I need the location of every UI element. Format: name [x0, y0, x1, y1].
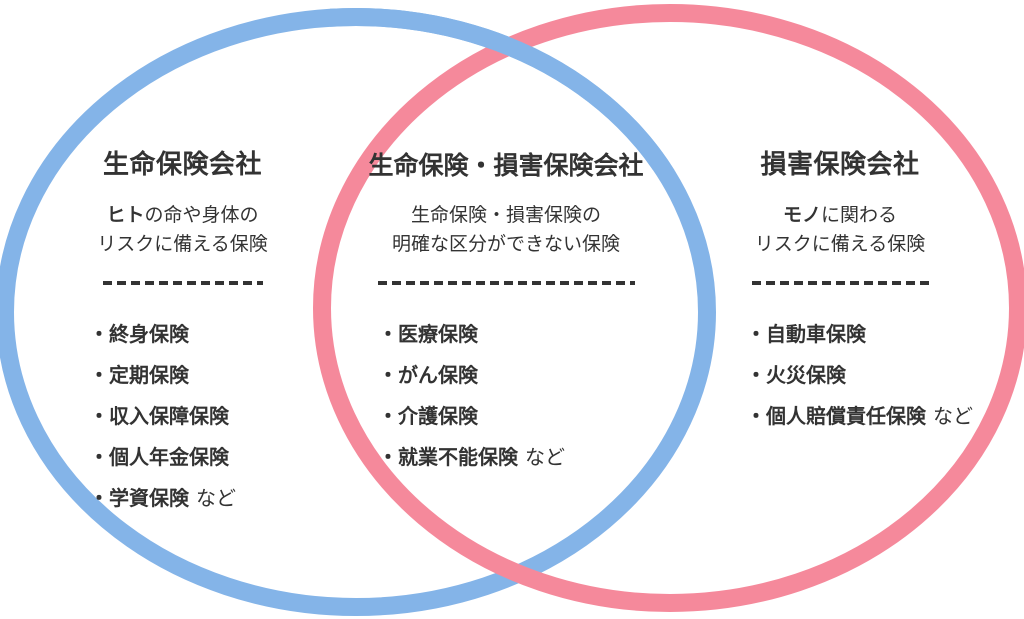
list-item: ・個人賠償責任保険など	[746, 403, 973, 429]
damage-description-line1: モノに関わる	[740, 201, 940, 230]
life-description-rest: の命や身体の	[144, 204, 259, 226]
bullet: ・	[89, 322, 109, 346]
bullet: ・	[746, 363, 766, 387]
list-item: ・終身保険	[89, 321, 280, 347]
life-insurance-section: 生命保険会社 ヒトの命や身体の リスクに備える保険 ・終身保険 ・定期保険 ・収…	[85, 150, 280, 526]
plan-label: 定期保険	[109, 363, 189, 387]
list-item: ・自動車保険	[746, 321, 940, 347]
dashed-divider	[102, 281, 263, 285]
damage-plan-list: ・自動車保険 ・火災保険 ・個人賠償責任保険など	[740, 321, 973, 429]
etc-suffix: など	[933, 404, 973, 428]
life-description-line1: ヒトの命や身体の	[85, 201, 280, 230]
plan-label: 終身保険	[109, 322, 189, 346]
bullet: ・	[89, 486, 109, 510]
both-plan-list: ・医療保険 ・がん保険 ・介護保険 ・就業不能保険など	[362, 321, 650, 470]
plan-label: 火災保険	[766, 363, 846, 387]
damage-insurance-section: 損害保険会社 モノに関わる リスクに備える保険 ・自動車保険 ・火災保険 ・個人…	[740, 150, 973, 444]
list-item: ・火災保険	[746, 362, 940, 388]
damage-section-description: モノに関わる リスクに備える保険	[740, 201, 940, 259]
bullet: ・	[378, 322, 398, 346]
bullet: ・	[378, 445, 398, 469]
dashed-divider	[377, 281, 635, 285]
damage-description-bold: モノ	[782, 204, 821, 226]
damage-section-title: 損害保険会社	[760, 150, 920, 180]
plan-label: 自動車保険	[766, 322, 866, 346]
life-plan-list: ・終身保険 ・定期保険 ・収入保障保険 ・個人年金保険 ・学資保険など	[85, 321, 280, 511]
etc-suffix: など	[525, 445, 565, 469]
plan-label: 就業不能保険	[398, 445, 518, 469]
both-insurance-section: 生命保険・損害保険会社 生命保険・損害保険の 明確な区分ができない保険 ・医療保…	[362, 150, 650, 485]
list-item: ・介護保険	[378, 403, 650, 429]
plan-label: がん保険	[398, 363, 478, 387]
list-item: ・個人年金保険	[89, 444, 280, 470]
bullet: ・	[746, 404, 766, 428]
etc-suffix: など	[196, 486, 236, 510]
bullet: ・	[378, 363, 398, 387]
list-item: ・がん保険	[378, 362, 650, 388]
both-section-description: 生命保険・損害保険の 明確な区分ができない保険	[362, 201, 650, 259]
both-description-line2: 明確な区分ができない保険	[391, 233, 620, 255]
plan-label: 個人年金保険	[109, 445, 229, 469]
plan-label: 介護保険	[398, 404, 478, 428]
plan-label: 個人賠償責任保険	[766, 404, 926, 428]
bullet: ・	[746, 322, 766, 346]
circle-interlock-overlay	[330, 8, 675, 170]
life-section-description: ヒトの命や身体の リスクに備える保険	[85, 201, 280, 259]
both-description-rest: 生命保険・損害保険の	[410, 204, 601, 226]
life-description-line2: リスクに備える保険	[97, 233, 268, 255]
damage-description-rest: に関わる	[821, 204, 898, 226]
plan-label: 医療保険	[398, 322, 478, 346]
list-item: ・収入保障保険	[89, 403, 280, 429]
life-insurance-circle-top-arc	[330, 8, 675, 170]
life-description-bold: ヒト	[106, 204, 145, 226]
list-item: ・定期保険	[89, 362, 280, 388]
list-item: ・学資保険など	[89, 485, 280, 511]
damage-insurance-circle	[313, 4, 1024, 612]
bullet: ・	[89, 363, 109, 387]
bullet: ・	[89, 445, 109, 469]
both-description-line1: 生命保険・損害保険の	[362, 201, 650, 230]
damage-description-line2: リスクに備える保険	[754, 233, 926, 255]
both-section-title: 生命保険・損害保険会社	[368, 151, 644, 180]
list-item: ・医療保険	[378, 321, 650, 347]
list-item: ・就業不能保険など	[378, 444, 650, 470]
dashed-divider	[751, 281, 929, 285]
plan-label: 収入保障保険	[109, 404, 229, 428]
plan-label: 学資保険	[109, 486, 189, 510]
bullet: ・	[378, 404, 398, 428]
bullet: ・	[89, 404, 109, 428]
life-section-title: 生命保険会社	[102, 150, 262, 180]
